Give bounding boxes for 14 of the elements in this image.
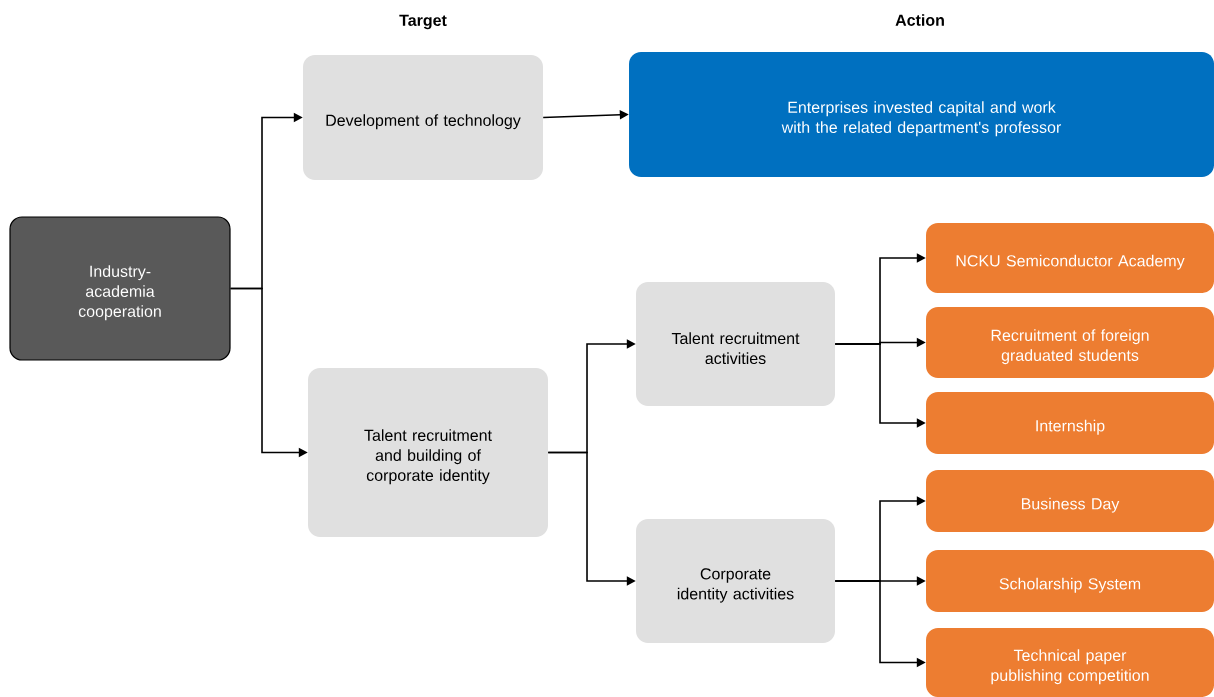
action-box: Recruitment of foreign graduated students	[926, 307, 1214, 378]
action-box: Business Day	[926, 470, 1214, 532]
root-box: Industry-academia cooperation	[9, 216, 231, 361]
action-box: Technical paper publishing competition	[926, 628, 1214, 697]
target-box: Corporate identity activities	[636, 519, 835, 643]
target-box: Talent recruitment and building of corporate identity	[308, 368, 548, 537]
action-box: Enterprises invested capital and work with the related department's professor	[629, 52, 1214, 177]
action-box: NCKU Semiconductor Academy	[926, 223, 1214, 293]
column-heading: Target	[399, 14, 447, 30]
action-box: Scholarship System	[926, 550, 1214, 612]
target-box: Talent recruitment activities	[636, 282, 835, 406]
target-box: Development of technology	[303, 55, 543, 180]
action-box: Internship	[926, 392, 1214, 454]
column-heading: Action	[895, 14, 944, 26]
